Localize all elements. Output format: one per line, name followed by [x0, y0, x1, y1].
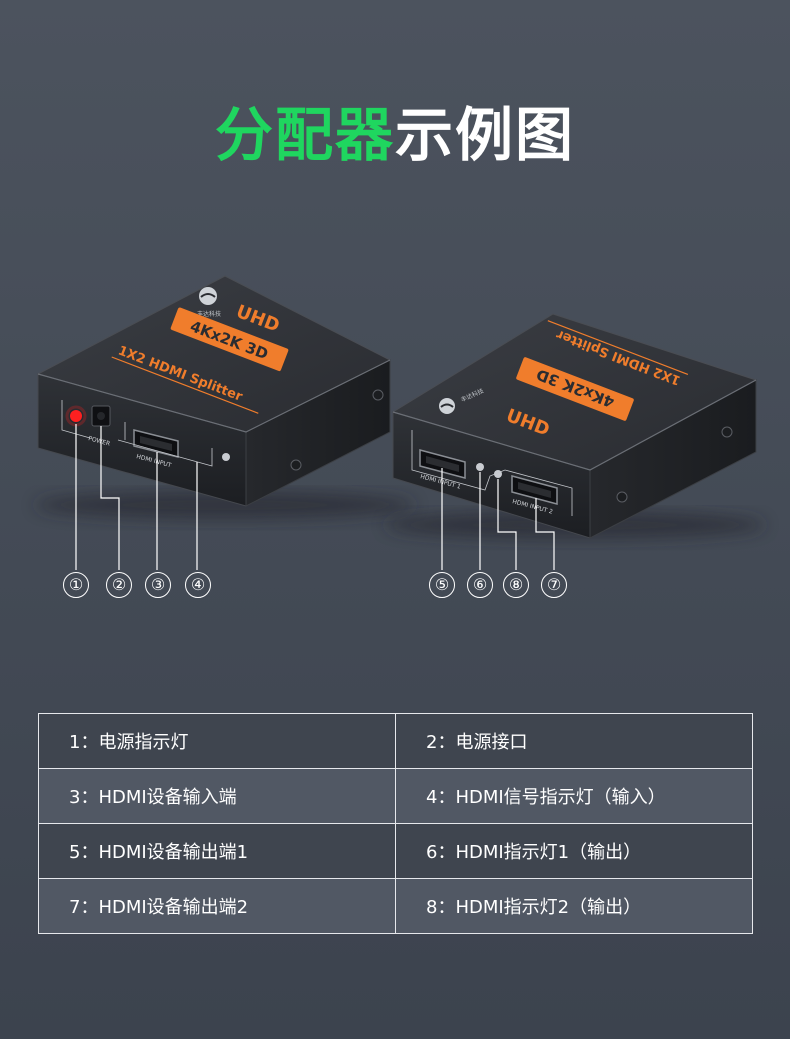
page-title: 分配器示例图 — [0, 88, 790, 172]
table-cell: 3：HDMI设备输入端 — [38, 768, 396, 824]
label-res-bg-left — [170, 307, 289, 372]
splitter-rear-device: 丰达科技 UHD 4Kx2K 3D 1X2 HDMI Splitter HDMI… — [385, 313, 765, 570]
table-row: 5：HDMI设备输出端1 6：HDMI指示灯1（输出） — [38, 823, 753, 879]
input-led — [222, 453, 230, 461]
table-cell: 1：电源指示灯 — [38, 713, 396, 769]
table-cell: 6：HDMI指示灯1（输出） — [395, 823, 753, 879]
splitter-front-device: 丰达科技 UHD 4Kx2K 3D 1X2 HDMI Splitter POWE… — [35, 275, 415, 570]
power-led — [70, 410, 82, 422]
table-cell: 5：HDMI设备输出端1 — [38, 823, 396, 879]
table-row: 3：HDMI设备输入端 4：HDMI信号指示灯（输入） — [38, 768, 753, 824]
callout-1: ① — [63, 572, 89, 598]
table-row: 7：HDMI设备输出端2 8：HDMI指示灯2（输出） — [38, 878, 753, 934]
table-cell: 4：HDMI信号指示灯（输入） — [395, 768, 753, 824]
callout-8: ⑧ — [503, 572, 529, 598]
callout-5: ⑤ — [429, 572, 455, 598]
callout-6: ⑥ — [467, 572, 493, 598]
table-cell: 7：HDMI设备输出端2 — [38, 878, 396, 934]
feature-table: 1：电源指示灯 2：电源接口 3：HDMI设备输入端 4：HDMI信号指示灯（输… — [38, 713, 753, 934]
callout-7: ⑦ — [541, 572, 567, 598]
brand-logo-left: 丰达科技 — [197, 287, 221, 318]
title-white: 示例图 — [395, 101, 576, 169]
brand-text-left: 丰达科技 — [197, 310, 221, 318]
table-row: 1：电源指示灯 2：电源接口 — [38, 713, 753, 769]
callout-4: ④ — [185, 572, 211, 598]
product-illustration: 丰达科技 UHD 4Kx2K 3D 1X2 HDMI Splitter POWE… — [35, 275, 765, 570]
leader-lines-left — [75, 424, 198, 570]
callout-2: ② — [106, 572, 132, 598]
table-cell: 8：HDMI指示灯2（输出） — [395, 878, 753, 934]
callout-3: ③ — [145, 572, 171, 598]
output-led-1 — [476, 463, 484, 471]
title-green: 分配器 — [214, 101, 395, 169]
leader-lines-right — [441, 468, 555, 570]
table-cell: 2：电源接口 — [395, 713, 753, 769]
label-res-bg-right — [516, 357, 634, 421]
